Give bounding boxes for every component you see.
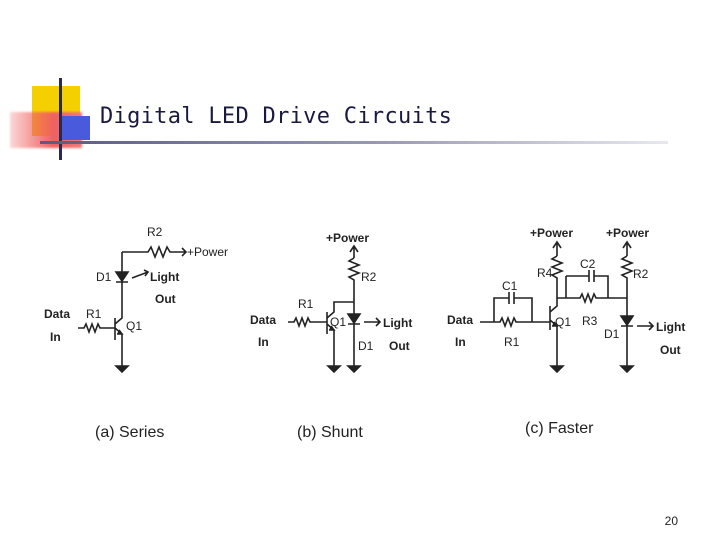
faster-in-label: In xyxy=(455,335,466,349)
faster-d1-diode xyxy=(619,315,635,327)
series-light-label: Light xyxy=(150,270,179,284)
faster-r1-resistor xyxy=(480,315,550,329)
series-r1-label: R1 xyxy=(86,307,102,321)
accent-vertical-line xyxy=(59,78,62,160)
series-power-arrow xyxy=(178,247,188,257)
shunt-d1-label: D1 xyxy=(358,339,374,353)
series-d1-diode xyxy=(114,271,130,283)
shunt-ground-q1 xyxy=(326,365,342,374)
faster-ground-q1 xyxy=(549,365,565,374)
faster-c2-capacitor xyxy=(565,270,609,298)
faster-c2-label: C2 xyxy=(580,257,596,271)
series-r2-label: R2 xyxy=(147,225,163,239)
slide-title: Digital LED Drive Circuits xyxy=(100,104,453,129)
shunt-in-label: In xyxy=(258,335,269,349)
faster-c1-capacitor xyxy=(493,292,533,322)
faster-r3-label: R3 xyxy=(582,314,598,328)
faster-power1-label: +Power xyxy=(530,226,573,240)
shunt-q1-label: Q1 xyxy=(330,315,346,329)
page-number: 20 xyxy=(664,514,678,528)
faster-power2-label: +Power xyxy=(606,226,649,240)
faster-r4-label: R4 xyxy=(537,266,553,280)
faster-light-arrow xyxy=(637,321,655,331)
shunt-light-arrow xyxy=(364,317,382,327)
faster-data-label: Data xyxy=(447,313,473,327)
shunt-ground-d1 xyxy=(346,365,362,374)
faster-r2-resistor xyxy=(619,255,635,316)
series-caption: (a) Series xyxy=(95,424,164,441)
faster-r3-resistor xyxy=(557,291,627,305)
series-q1-label: Q1 xyxy=(126,319,142,333)
accent-blue-block xyxy=(60,116,90,140)
series-in-label: In xyxy=(50,330,61,344)
shunt-data-label: Data xyxy=(250,313,276,327)
series-ground xyxy=(114,365,130,374)
series-q1-transistor xyxy=(114,318,123,366)
series-light-arrow xyxy=(131,269,150,279)
faster-ground-d1 xyxy=(619,365,635,374)
shunt-circuit: +Power R2 Q1 D1 Light Out Data In R1 (b)… xyxy=(250,231,412,441)
shunt-r1-label: R1 xyxy=(298,297,314,311)
series-data-label: Data xyxy=(44,307,70,321)
faster-circuit: +Power +Power R4 R2 C2 R3 Q1 D1 Light Ou… xyxy=(447,226,685,437)
series-power-label: +Power xyxy=(187,245,228,259)
faster-r4-resistor xyxy=(549,255,565,298)
shunt-d1-diode xyxy=(346,313,362,325)
shunt-r1-resistor xyxy=(288,315,327,329)
faster-out-label: Out xyxy=(660,343,681,357)
shunt-caption: (b) Shunt xyxy=(297,424,363,441)
faster-d1-label: D1 xyxy=(604,327,620,341)
series-circuit: R2 +Power D1 Light Out Q1 Data In R1 (a)… xyxy=(44,225,228,441)
shunt-light-label: Light xyxy=(383,316,412,330)
faster-r1-label: R1 xyxy=(504,335,520,349)
faster-light-label: Light xyxy=(656,320,685,334)
shunt-r2-resistor xyxy=(346,257,362,302)
faster-q1-label: Q1 xyxy=(555,315,571,329)
faster-caption: (c) Faster xyxy=(525,420,594,437)
shunt-power-label: +Power xyxy=(326,231,369,245)
title-underline xyxy=(40,141,668,144)
series-d1-label: D1 xyxy=(96,270,112,284)
faster-r2-label: R2 xyxy=(633,267,649,281)
shunt-r2-label: R2 xyxy=(361,270,377,284)
faster-c1-label: C1 xyxy=(502,279,518,293)
series-r1-resistor xyxy=(78,321,115,335)
series-out-label: Out xyxy=(155,292,176,306)
series-r2-resistor xyxy=(122,244,178,260)
shunt-out-label: Out xyxy=(389,339,410,353)
